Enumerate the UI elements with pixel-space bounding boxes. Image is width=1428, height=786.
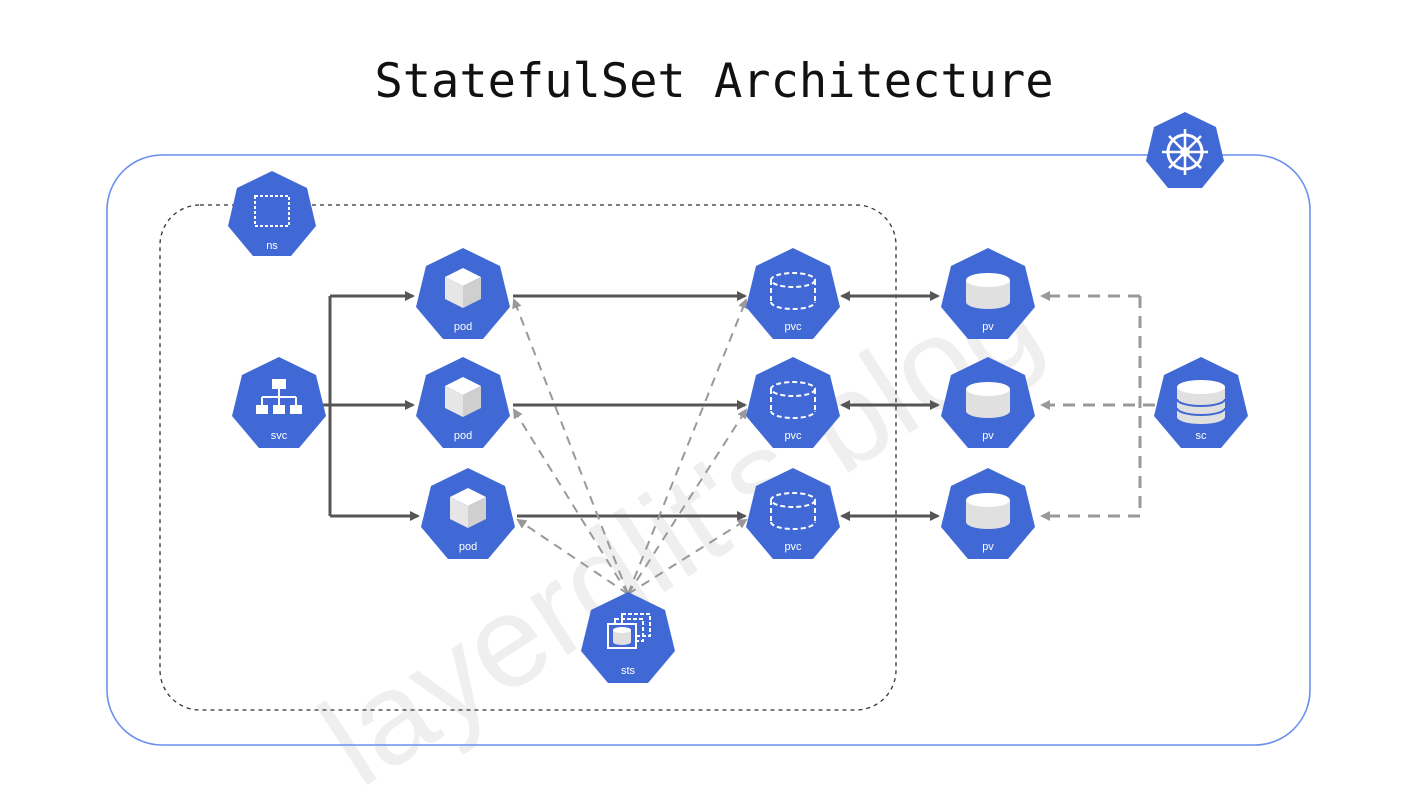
pod-node-3: pod bbox=[421, 468, 515, 559]
stacked-storage-icon bbox=[1176, 380, 1226, 424]
pv-node-1: pv bbox=[941, 248, 1035, 339]
sts-node: sts bbox=[581, 592, 675, 683]
pvc-label-3: pvc bbox=[784, 541, 802, 553]
pod-pvc-connectors bbox=[513, 291, 747, 521]
sts-label: sts bbox=[621, 665, 636, 677]
pod-label-2: pod bbox=[454, 430, 472, 442]
pod-node-2: pod bbox=[416, 357, 510, 448]
sc-node: sc bbox=[1154, 357, 1248, 448]
svc-pod-connectors bbox=[323, 291, 420, 521]
pod-node-1: pod bbox=[416, 248, 510, 339]
pv-node-2: pv bbox=[941, 357, 1035, 448]
statefulset-stack-icon bbox=[607, 613, 651, 649]
cube-icon bbox=[445, 377, 481, 417]
pod-label-1: pod bbox=[454, 321, 472, 333]
pvc-node-2: pvc bbox=[746, 357, 840, 448]
cylinder-icon bbox=[966, 493, 1010, 529]
pvc-node-1: pvc bbox=[746, 248, 840, 339]
page-title: StatefulSet Architecture bbox=[374, 54, 1054, 109]
cube-icon bbox=[445, 268, 481, 308]
kubernetes-helm-icon bbox=[1146, 112, 1224, 188]
sts-connectors bbox=[512, 298, 748, 595]
sc-pv-connectors bbox=[1040, 291, 1155, 521]
pv-label-3: pv bbox=[982, 541, 994, 553]
dashed-cylinder-icon bbox=[770, 492, 816, 530]
ns-label: ns bbox=[266, 240, 278, 252]
pv-label-1: pv bbox=[982, 321, 994, 333]
cube-icon bbox=[450, 488, 486, 528]
pvc-label-1: pvc bbox=[784, 321, 802, 333]
pvc-label-2: pvc bbox=[784, 430, 802, 442]
pod-label-3: pod bbox=[459, 541, 477, 553]
sc-label: sc bbox=[1196, 430, 1208, 442]
svc-label: svc bbox=[271, 430, 288, 442]
pvc-node-3: pvc bbox=[746, 468, 840, 559]
service-hierarchy-icon bbox=[256, 379, 302, 414]
pv-label-2: pv bbox=[982, 430, 994, 442]
dashed-cylinder-icon bbox=[770, 272, 816, 310]
namespace-boundary bbox=[159, 204, 897, 711]
dashed-cylinder-icon bbox=[770, 381, 816, 419]
cylinder-icon bbox=[966, 382, 1010, 418]
pvc-pv-connectors bbox=[840, 291, 940, 521]
namespace-icon bbox=[254, 195, 290, 227]
pv-node-3: pv bbox=[941, 468, 1035, 559]
ns-node: ns bbox=[228, 171, 316, 256]
cylinder-icon bbox=[966, 273, 1010, 309]
svc-node: svc bbox=[232, 357, 326, 448]
cluster-boundary bbox=[106, 154, 1311, 746]
